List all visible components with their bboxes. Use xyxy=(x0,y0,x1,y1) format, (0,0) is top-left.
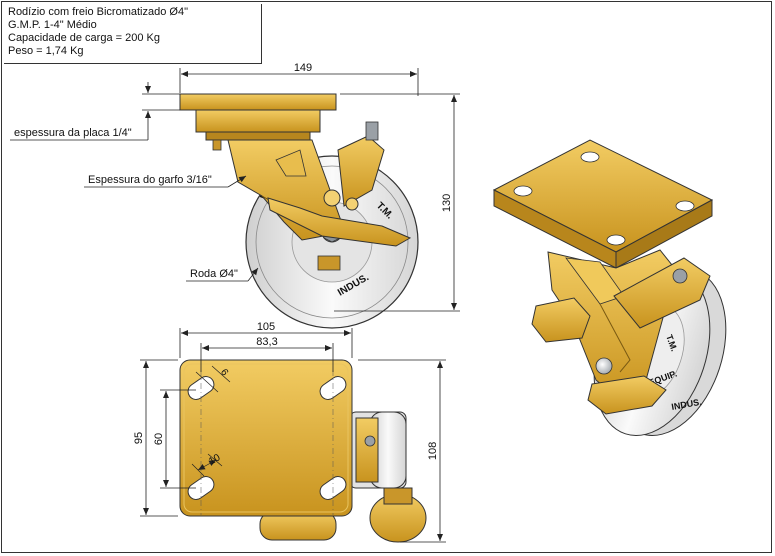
dimension-slot-10: 10 xyxy=(191,452,223,477)
dim-105-label: 105 xyxy=(257,321,275,333)
dim-83-3-label: 83,3 xyxy=(256,336,277,348)
title-block: Rodízio com freio Bicromatizado Ø4" G.M.… xyxy=(4,4,262,64)
iso-hole-4 xyxy=(606,234,626,246)
side-brake-lever xyxy=(267,121,412,271)
dimension-slot-6: 6 xyxy=(195,365,230,393)
iso-hole-3 xyxy=(675,200,695,212)
side-top-plate xyxy=(179,93,337,151)
iso-brake-pedal-right xyxy=(587,375,667,415)
product-title: Rodízio com freio Bicromatizado Ø4" xyxy=(8,6,188,18)
load-capacity: Capacidade de carga = 200 Kg xyxy=(8,32,160,44)
fork-thickness-label: Espessura do garfo 3/16" xyxy=(88,174,212,186)
dim-slot-6-label: 6 xyxy=(218,367,230,378)
wheel-diameter-label: Roda Ø4" xyxy=(190,268,238,280)
iso-hole-2 xyxy=(580,151,600,163)
dimension-130: 130 xyxy=(334,93,460,312)
dim-slot-10-label: 10 xyxy=(207,452,223,467)
dimension-95: 95 xyxy=(133,359,178,517)
dimension-60: 60 xyxy=(153,389,196,489)
top-view: 105 83,3 95 60 xyxy=(133,321,446,543)
dimension-108: 108 xyxy=(358,359,446,543)
side-view: T.M. EQUIP. INDUS. xyxy=(10,62,460,329)
fork-thickness-callout: Espessura do garfo 3/16" xyxy=(84,174,247,188)
dim-149-label: 149 xyxy=(294,62,312,74)
wheel-diameter-callout: Roda Ø4" xyxy=(186,267,259,282)
dimension-83-3: 83,3 xyxy=(200,336,334,372)
dim-60-label: 60 xyxy=(153,433,165,445)
dim-95-label: 95 xyxy=(133,432,145,444)
dimension-149: 149 xyxy=(179,62,419,96)
plate-thickness-callout: espessura da placa 1/4" xyxy=(10,82,180,141)
product-weight: Peso = 1,74 Kg xyxy=(8,45,84,57)
top-wheel xyxy=(349,411,407,489)
plate-thickness-label: espessura da placa 1/4" xyxy=(14,127,132,139)
dimension-105: 105 xyxy=(179,321,353,358)
iso-brake-pedal-left xyxy=(531,297,591,343)
dim-130-label: 130 xyxy=(441,194,453,212)
isometric-view: T.M. EQUIP. INDUS. xyxy=(492,139,727,436)
dim-108-label: 108 xyxy=(427,442,439,460)
top-brake-knob xyxy=(369,487,427,543)
iso-brake xyxy=(531,257,711,415)
top-plate xyxy=(179,359,353,517)
iso-hole-1 xyxy=(513,185,533,197)
product-model: G.M.P. 1-4" Médio xyxy=(8,19,97,31)
iso-top-plate xyxy=(492,139,714,269)
